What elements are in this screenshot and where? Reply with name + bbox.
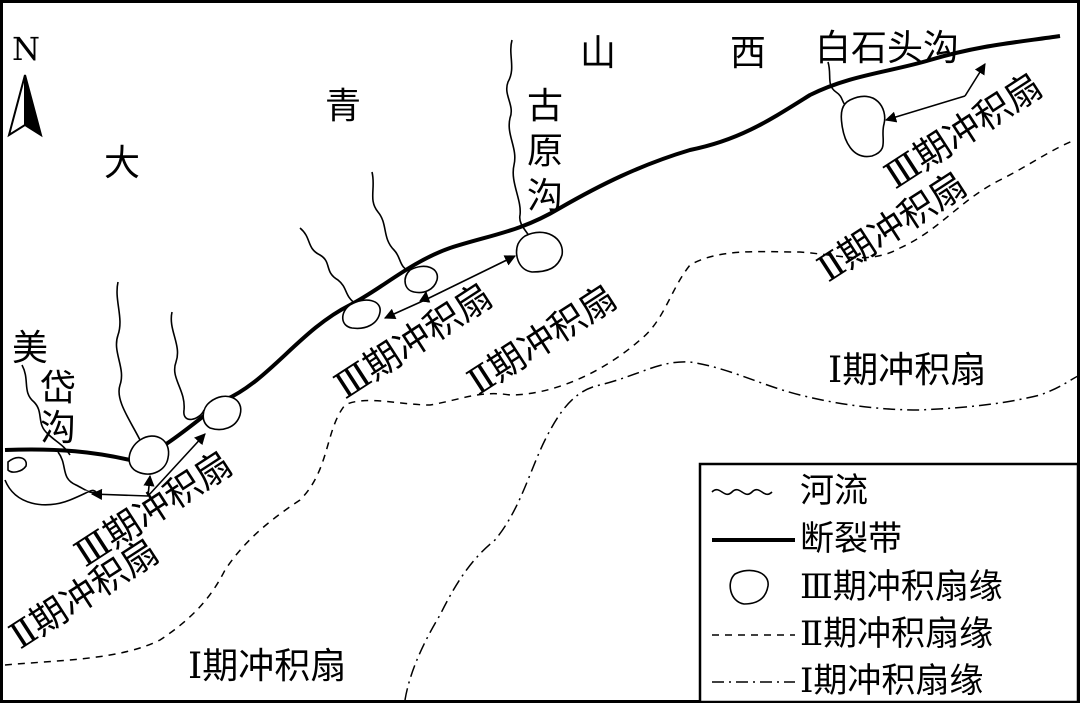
label-arrows (90, 63, 986, 500)
river-nw1 (371, 171, 413, 273)
phase2-fan-edge (4, 139, 1076, 666)
river-meidai-c (21, 364, 71, 456)
mountain-char-2: 青 (325, 86, 361, 127)
phase1-fan-edge (404, 361, 1079, 701)
label-guyuan-1: 古 (527, 86, 563, 127)
label-meidai-1: 美 (12, 328, 48, 369)
arrow-sw-1 (90, 488, 149, 500)
label-guyuan-2: 原 (527, 131, 563, 172)
mountain-char-4: 西 (730, 33, 766, 74)
fan3-nw2 (341, 299, 381, 330)
label-meidai-2: 岱 (40, 368, 76, 409)
north-arrow-icon (7, 74, 43, 138)
fan3-nw1 (404, 265, 439, 294)
fault-zone (4, 34, 1061, 463)
mountain-char-1: 大 (104, 143, 140, 184)
legend-edge3-symbol (729, 569, 769, 605)
river-meidai-b (170, 311, 205, 421)
river-meidai-d (57, 451, 97, 494)
arrow-baishitou-1 (884, 95, 966, 123)
label-guyuan-3: 沟 (527, 176, 563, 217)
legend-fault-label: 断裂带 (800, 519, 902, 559)
legend-edge1-label: Ⅰ期冲积扇缘 (800, 661, 983, 701)
arrow-mid-1 (424, 255, 517, 301)
arrow-baishitou-2 (964, 63, 986, 97)
label-meidai-3: 沟 (40, 408, 76, 449)
legend-edge3-label: Ⅲ期冲积扇缘 (800, 567, 1003, 607)
arrow-mid-3 (419, 290, 431, 303)
fan3-meidai-b (202, 395, 242, 431)
fan3-meidai-d (4, 479, 97, 506)
mountain-char-3: 山 (580, 33, 616, 74)
arrow-mid-2 (383, 299, 426, 319)
legend-river-label: 河流 (800, 471, 868, 511)
label-phase1-east: Ⅰ期冲积扇 (828, 350, 986, 391)
arrow-sw-3 (143, 474, 155, 497)
river-meidai-a (115, 281, 141, 441)
north-label: N (12, 30, 40, 68)
phase3-fan-edges (4, 95, 886, 506)
legend-river-symbol (711, 488, 773, 496)
rivers (21, 39, 851, 494)
legend: 河流 断裂带 Ⅲ期冲积扇缘 Ⅱ期冲积扇缘 Ⅰ期冲积扇缘 (698, 462, 1080, 703)
fan3-meidai-c (7, 456, 28, 473)
river-guyuan (506, 39, 531, 239)
label-phase3-ne: Ⅲ期冲积扇 (878, 66, 1050, 198)
fan3-baishitou (840, 95, 886, 158)
legend-edge2-label: Ⅱ期冲积扇缘 (800, 614, 993, 654)
river-nw2 (299, 227, 357, 305)
label-phase1-south: Ⅰ期冲积扇 (188, 646, 346, 687)
fan3-guyuan (515, 231, 563, 273)
fan3-meidai-a (128, 435, 170, 475)
label-baishitou: 白石头沟 (815, 28, 959, 69)
arrow-sw-2 (147, 433, 206, 497)
